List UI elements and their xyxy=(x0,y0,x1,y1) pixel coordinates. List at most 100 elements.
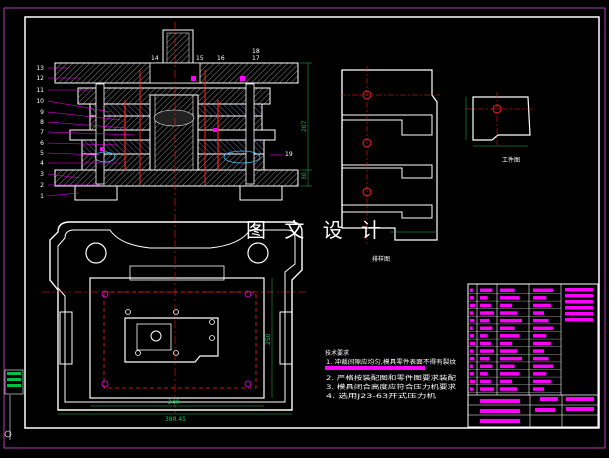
part-number: 1 xyxy=(40,193,44,200)
bom-cell-fill xyxy=(480,372,488,376)
bom-cell-fill xyxy=(470,326,473,330)
left-margin-strip xyxy=(4,369,24,440)
bom-cell-fill xyxy=(500,364,515,368)
notes-line-2: 2. 严格按装配图和零件图要求装配 xyxy=(326,374,456,382)
workpiece-view: 工件图 xyxy=(465,92,535,164)
bom-header-fill xyxy=(565,306,593,310)
part-number-column: 13 12 11 10 9 8 7 6 5 4 3 2 1 xyxy=(36,65,44,200)
part-number: 13 xyxy=(36,65,44,72)
bom-cell-fill xyxy=(500,303,513,308)
bom-header-fill xyxy=(565,312,593,316)
bom-cell-fill xyxy=(480,311,494,315)
bom-cell-fill xyxy=(500,318,522,323)
bom-cell-fill xyxy=(480,326,493,330)
dim-base: 30 xyxy=(301,172,308,180)
bom-cell-fill xyxy=(533,288,553,292)
bom-cell-fill xyxy=(500,372,520,376)
bom-header-fill xyxy=(565,294,593,298)
watermark-title: 图 文 设 计 xyxy=(246,218,387,242)
bom-cell-fill xyxy=(500,387,518,391)
bom-cell-fill xyxy=(470,356,475,361)
bom-cell-fill xyxy=(480,334,488,338)
bom-cell-fill xyxy=(533,364,553,368)
bom-cell-fill xyxy=(480,349,494,353)
notes-heading: 技术要求 xyxy=(325,349,349,357)
bom-cell-fill xyxy=(470,311,474,315)
part-number: 7 xyxy=(40,129,44,136)
bom-cell-fill xyxy=(533,349,544,353)
bom-cell-fill xyxy=(480,379,491,384)
part-number: 17 xyxy=(252,55,260,62)
bom-cell-fill xyxy=(533,356,549,361)
bom-cell-fill xyxy=(470,349,474,353)
workpiece-label: 工件图 xyxy=(502,156,520,164)
dim-plan-height: 250 xyxy=(265,333,272,345)
technical-notes: 技术要求 1. 冲裁间隙应均匀,模具零件表面不得有裂纹 2. 严格按装配图和零件… xyxy=(325,349,456,400)
part-number-callout: 19 xyxy=(285,151,293,158)
bom-cell-fill xyxy=(470,341,475,346)
bom-cell-fill xyxy=(470,318,475,323)
part-number: 6 xyxy=(40,140,44,147)
bom-cell-fill xyxy=(500,288,515,292)
part-number: 14 xyxy=(151,55,159,62)
bom-cell-fill xyxy=(500,311,518,315)
title-block-fill xyxy=(480,409,520,413)
bom-cell-fill xyxy=(500,341,513,346)
bom-cell-fill xyxy=(470,303,475,308)
bom-cell-fill xyxy=(500,296,520,300)
bom-cell-fill xyxy=(533,296,547,300)
bom-header-fill xyxy=(565,288,593,292)
bom-cell-fill xyxy=(480,288,493,292)
notes-line-4: 4. 选用J23-63开式压力机 xyxy=(326,392,436,400)
bom-cell-fill xyxy=(500,349,518,353)
bom-cell-fill xyxy=(533,379,551,384)
bom-cell-fill xyxy=(480,318,490,323)
bom-cell-fill xyxy=(480,387,494,391)
bom-cell-fill xyxy=(533,303,551,308)
title-block-fill xyxy=(535,408,555,412)
bom-cell-fill xyxy=(500,334,520,338)
dim-plan-inner: 240 xyxy=(168,399,180,406)
bom-cell-fill xyxy=(533,334,547,338)
part-number: 5 xyxy=(40,150,44,157)
bom-cell-fill xyxy=(480,303,491,308)
bom-cell-fill xyxy=(470,372,474,376)
assembly-section-view xyxy=(47,22,299,240)
bom-header-fill xyxy=(565,318,593,322)
bom-rows xyxy=(468,288,594,423)
bom-cell-fill xyxy=(470,288,473,292)
title-block-fill xyxy=(480,399,520,403)
bom-cell-fill xyxy=(533,387,544,391)
bom-cell-fill xyxy=(500,379,513,384)
title-block-fill xyxy=(480,419,520,423)
part-number: 4 xyxy=(40,160,44,167)
inner-frame xyxy=(24,16,600,429)
bom-cell-fill xyxy=(470,379,475,384)
part-number: 9 xyxy=(40,109,44,116)
part-number: 3 xyxy=(40,171,44,178)
outer-frame xyxy=(3,7,606,449)
bom-cell-fill xyxy=(470,296,474,300)
dim-plan-width: 380.45 xyxy=(165,416,186,423)
strip-layout: 排样图 xyxy=(340,66,440,263)
part-number: 11 xyxy=(36,87,44,94)
plan-view: 380.45 240 250 xyxy=(42,221,306,423)
bom-cell-fill xyxy=(533,311,544,315)
bom-header-fill xyxy=(565,300,593,304)
bom-cell-fill xyxy=(480,356,490,361)
bom-cell-fill xyxy=(470,364,473,368)
part-number: 8 xyxy=(40,119,44,126)
part-number: 16 xyxy=(217,55,225,62)
notes-line-1: 1. 冲裁间隙应均匀,模具零件表面不得有裂纹 xyxy=(326,358,456,366)
title-block-fill xyxy=(566,407,594,411)
bom-cell-fill xyxy=(533,326,553,330)
part-number: 18 xyxy=(252,48,260,55)
bom-cell-fill xyxy=(470,334,474,338)
notes-line-3: 3. 模具闭合高度应符合压力机要求 xyxy=(326,383,456,391)
dim-height: 207 xyxy=(301,120,308,132)
bom-cell-fill xyxy=(480,296,488,300)
title-block-fill xyxy=(540,397,558,401)
bom-cell-fill xyxy=(533,318,549,323)
assembly-dimensions: 207 30 xyxy=(300,62,312,187)
